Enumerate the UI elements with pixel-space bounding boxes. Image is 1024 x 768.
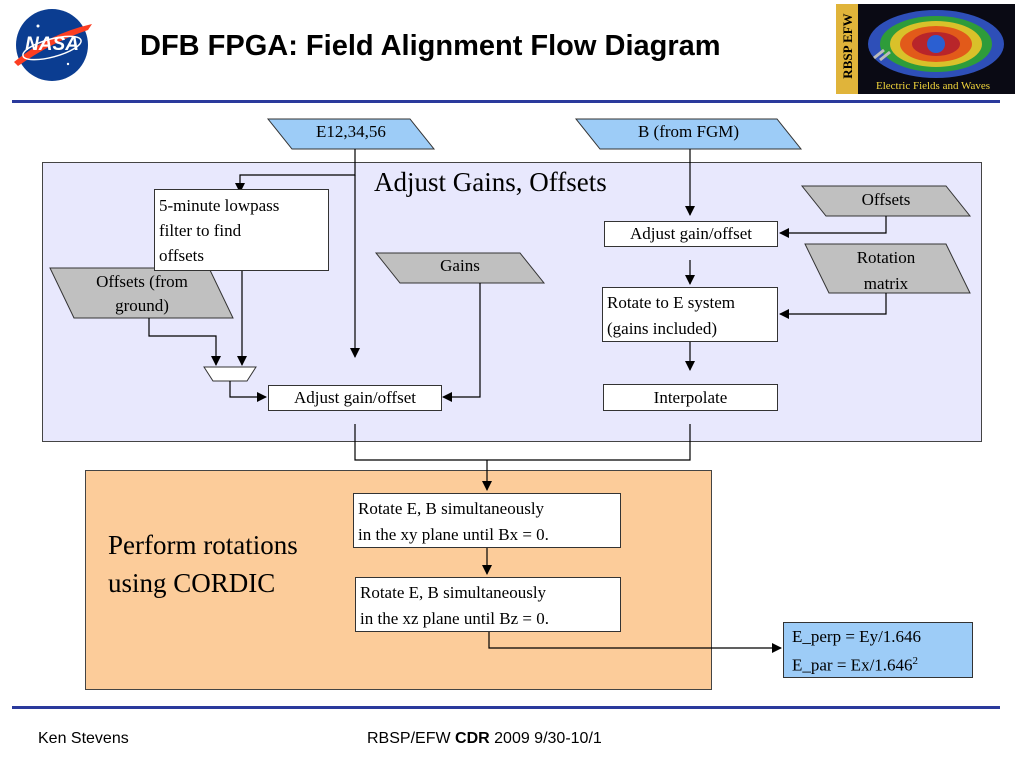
rotation-matrix-line2: matrix — [863, 274, 909, 293]
adjust-b-box: Adjust gain/offset — [604, 221, 778, 247]
offsets-input-label: Offsets — [861, 190, 911, 209]
nasa-logo: NASA — [8, 4, 96, 86]
cordic-title-line2: using CORDIC — [108, 568, 276, 598]
rbsp-efw-logo: RBSP EFW Electric Fields and Waves — [836, 4, 1015, 94]
lowpass-line2: filter to find — [159, 221, 242, 240]
adjust-e-box: Adjust gain/offset — [268, 385, 442, 411]
rotation-matrix-line1: Rotation — [856, 248, 916, 267]
rotate-e-line1: Rotate to E system — [607, 293, 735, 312]
rotate-e-system-box: Rotate to E system (gains included) — [602, 287, 778, 342]
rotate-xy-line1: Rotate E, B simultaneously — [358, 499, 545, 518]
rotate-e-line2: (gains included) — [607, 319, 717, 338]
offsets-ground-line2: ground) — [115, 296, 169, 315]
footer-dates: 2009 9/30-10/1 — [494, 730, 602, 747]
footer-author: Ken Stevens — [38, 730, 129, 747]
result-box: E_perp = Ey/1.646 E_par = Ex/1.6462 — [783, 622, 973, 678]
rotate-xz-line1: Rotate E, B simultaneously — [360, 583, 547, 602]
cordic-title-line1: Perform rotations — [108, 530, 298, 560]
adder-shape — [203, 366, 257, 382]
lowpass-line3: offsets — [159, 246, 205, 265]
result-line1: E_perp = Ey/1.646 — [792, 627, 922, 646]
rotate-xy-line2: in the xy plane until Bx = 0. — [358, 525, 549, 544]
footer-project: RBSP/EFW CDR 2009 9/30-10/1 — [367, 730, 602, 748]
result-line2-text: E_par = Ex/1.646 — [792, 655, 913, 675]
rotate-xz-box: Rotate E, B simultaneously in the xz pla… — [355, 577, 621, 632]
gains-input-label: Gains — [440, 256, 480, 275]
rotation-matrix-shape — [804, 243, 971, 294]
header-rule — [12, 100, 1000, 103]
result-line2: E_par = Ex/1.6462 — [792, 649, 964, 678]
page-title: DFB FPGA: Field Alignment Flow Diagram — [140, 30, 721, 62]
result-line2-exponent: 2 — [912, 655, 919, 667]
e-input-shape — [266, 118, 436, 150]
offsets-ground-line1: Offsets (from — [96, 272, 188, 291]
cordic-panel-title: Perform rotations using CORDIC — [108, 526, 298, 602]
gains-input-shape — [374, 252, 546, 284]
footer-rule — [12, 706, 1000, 709]
b-input-shape — [574, 118, 803, 150]
lowpass-filter-box: 5-minute lowpass filter to find offsets — [154, 189, 329, 271]
rbsp-logo-caption: Electric Fields and Waves — [876, 80, 991, 92]
e-input-label: E12,34,56 — [316, 122, 386, 141]
interpolate-box: Interpolate — [603, 384, 778, 411]
b-input-label: B (from FGM) — [637, 122, 740, 141]
rotate-xy-box: Rotate E, B simultaneously in the xy pla… — [353, 493, 621, 548]
rotation-matrix-label: Rotation matrix — [826, 245, 946, 297]
footer-review: CDR — [455, 730, 490, 747]
lowpass-line1: 5-minute lowpass — [159, 196, 280, 215]
footer-project-name: RBSP/EFW — [367, 730, 451, 747]
offsets-ground-label: Offsets (from ground) — [62, 270, 222, 318]
nasa-logo-text: NASA — [25, 34, 79, 55]
offsets-input-shape — [800, 185, 972, 217]
adjust-panel-title: Adjust Gains, Offsets — [374, 167, 607, 197]
rotate-xz-line2: in the xz plane until Bz = 0. — [360, 609, 549, 628]
